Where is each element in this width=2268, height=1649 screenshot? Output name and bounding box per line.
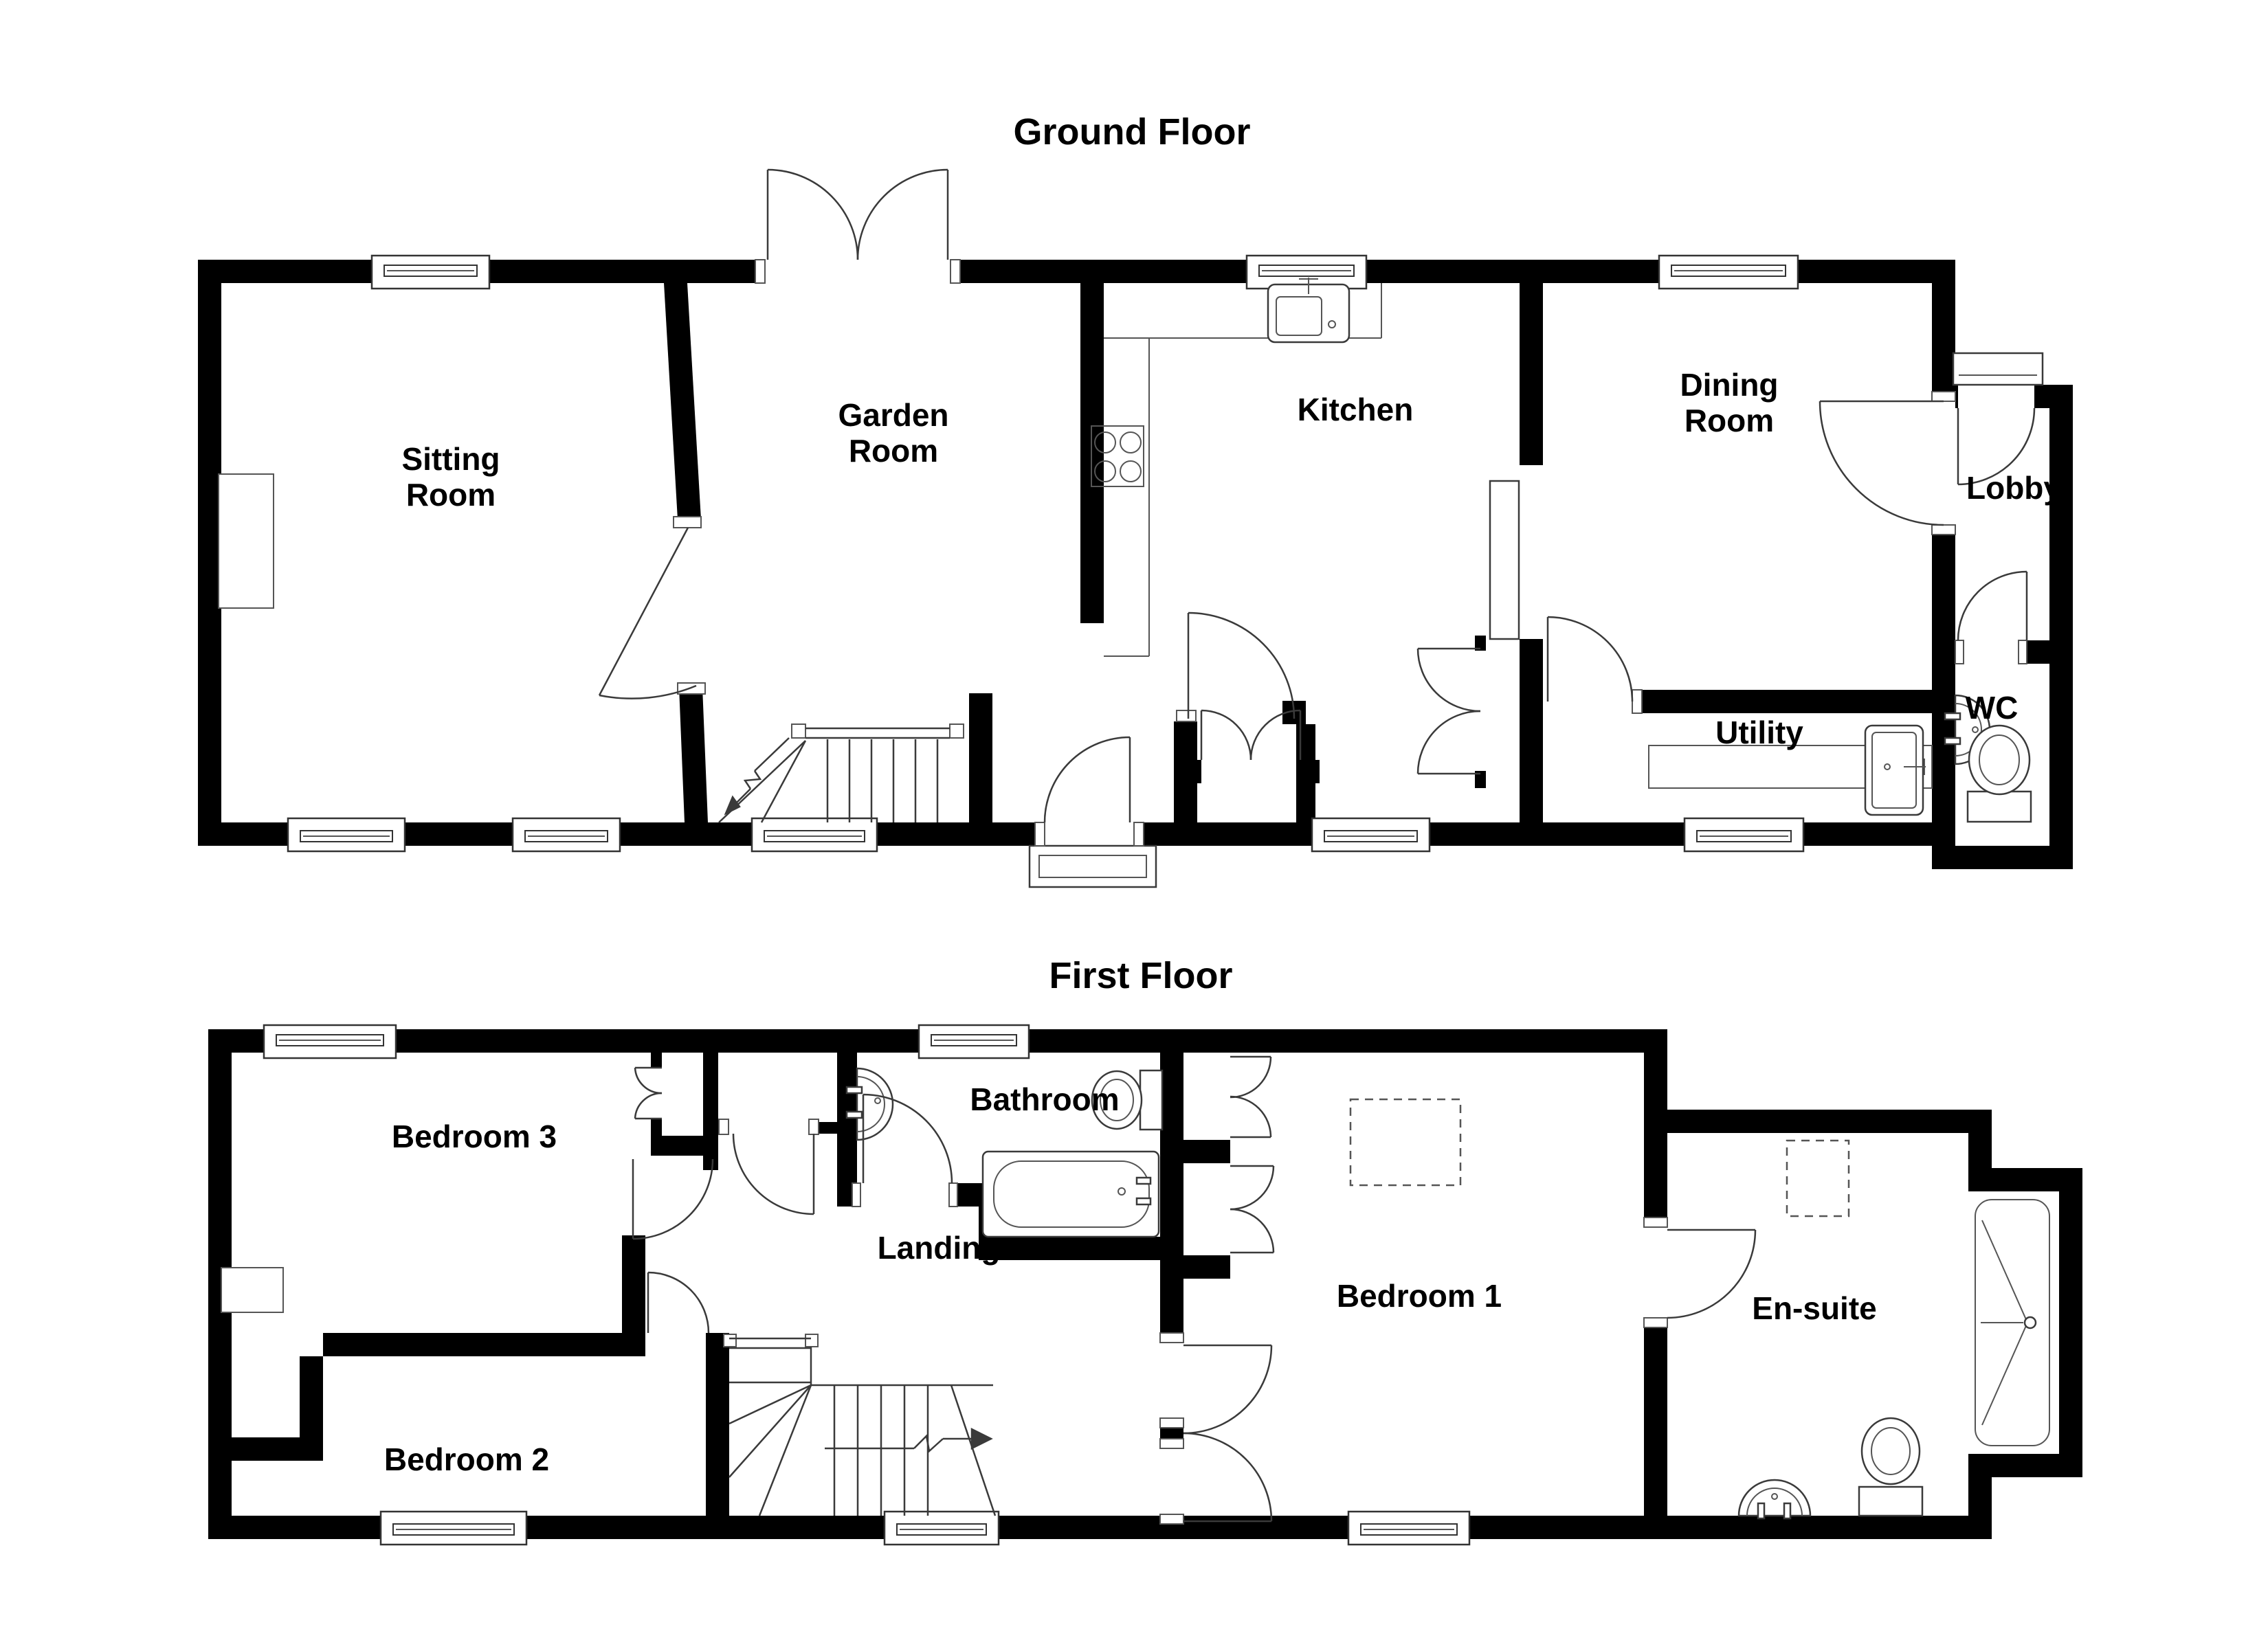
window [511, 817, 621, 853]
window [1347, 1510, 1471, 1546]
window [1245, 254, 1368, 290]
ground-door-gaps [765, 260, 2034, 846]
window [751, 817, 878, 853]
utility-label: Utility [1715, 715, 1803, 750]
door [647, 1271, 710, 1334]
ensuite-toilet [1858, 1417, 1924, 1517]
open-door-leaf [1489, 480, 1520, 640]
door [1034, 736, 1144, 846]
door [1159, 1332, 1273, 1435]
kitchen-sink [1267, 278, 1350, 344]
window [1658, 254, 1799, 290]
door [718, 1119, 819, 1215]
first-floor-title: First Floor [1049, 955, 1233, 996]
garden-room-label-line2: Room [849, 433, 938, 469]
door [852, 1093, 958, 1207]
door [1176, 612, 1296, 722]
first-floor-plan: First Floor Bedroom 3 Bedroom 2 Bathroom… [208, 955, 2082, 1546]
utility-worktop [1648, 745, 1933, 789]
window [379, 1510, 528, 1546]
garden-room-label-line1: Garden [838, 397, 948, 433]
dining-room-label-line2: Room [1685, 403, 1774, 438]
door [1819, 391, 1956, 535]
window [287, 817, 406, 853]
window [1683, 817, 1805, 853]
chimney-recess [221, 1267, 284, 1313]
wc-toilet [1966, 724, 2032, 823]
wardrobe-doors [1230, 1055, 1275, 1254]
window [918, 1024, 1030, 1059]
bedroom-3-label: Bedroom 3 [392, 1119, 557, 1154]
shower [1968, 1191, 2059, 1454]
bath [981, 1150, 1160, 1238]
back-porch-step [1028, 844, 1157, 888]
ground-floor-plan: Ground Floor Sitting Room Garden Room Ki… [198, 111, 2073, 888]
dining-room-label-line1: Dining [1680, 367, 1778, 403]
dashed-hatch [1786, 1139, 1850, 1218]
bathroom-basin [845, 1067, 894, 1141]
door [1159, 1432, 1273, 1525]
cupboard-doors [1200, 709, 1302, 761]
stairs-up [718, 723, 964, 823]
lobby-label: Lobby [1966, 470, 2061, 506]
landing-label: Landing [878, 1230, 1001, 1266]
door [598, 516, 706, 699]
cupboard-doors [634, 1066, 663, 1120]
door [1643, 1217, 1757, 1328]
ground-floor-title: Ground Floor [1014, 111, 1251, 153]
stairs-down [723, 1334, 997, 1516]
sitting-room-label-line2: Room [406, 477, 496, 513]
front-porch-step [1952, 352, 2044, 386]
bathroom-toilet [1091, 1069, 1164, 1131]
bedroom-2-label: Bedroom 2 [384, 1442, 549, 1477]
cupboard-doors [1416, 647, 1481, 775]
door [755, 168, 961, 284]
chimney-recess [218, 473, 274, 609]
window [370, 254, 491, 290]
door [632, 1158, 714, 1240]
door [1955, 570, 2028, 664]
hob [1091, 425, 1144, 487]
window [883, 1510, 1000, 1546]
dashed-hatch [1349, 1098, 1462, 1187]
window [1311, 817, 1431, 853]
sitting-room-label-line1: Sitting [401, 441, 500, 477]
window [263, 1024, 397, 1059]
kitchen-label: Kitchen [1298, 392, 1414, 427]
door [1546, 616, 1643, 714]
wc-label: WC [1966, 690, 2019, 726]
bedroom-1-label: Bedroom 1 [1337, 1278, 1502, 1314]
en-suite-label: En-suite [1752, 1290, 1876, 1326]
front-door [1957, 407, 2036, 486]
utility-sink [1864, 724, 1926, 816]
ensuite-basin [1737, 1479, 1812, 1520]
bathroom-label: Bathroom [970, 1081, 1119, 1117]
ground-walls [198, 260, 2073, 869]
